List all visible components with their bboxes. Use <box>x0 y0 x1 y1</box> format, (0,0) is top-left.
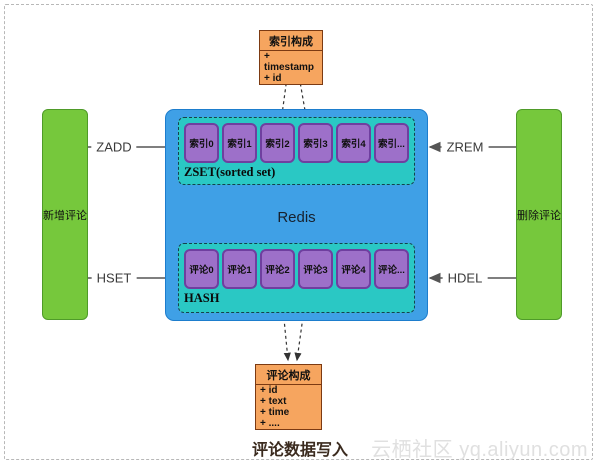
index-struct-field: + timestamp <box>264 51 315 73</box>
zset-box: 索引0 索引1 索引2 索引3 索引4 索引... ZSET(sorted se… <box>178 117 415 185</box>
hash-cells-row: 评论0 评论1 评论2 评论3 评论4 评论... <box>184 249 409 289</box>
zset-cell: 索引... <box>374 123 409 163</box>
comment-struct-field: + text <box>260 396 287 407</box>
zrem-label: ZREM <box>441 139 489 155</box>
hash-cell: 评论... <box>374 249 409 289</box>
hash-cell: 评论3 <box>298 249 333 289</box>
hash-label: HASH <box>184 291 220 305</box>
canvas-dashed-border <box>4 4 593 460</box>
hdel-label: HDEL <box>442 270 488 286</box>
hash-cell: 评论2 <box>260 249 295 289</box>
hash-cell: 评论0 <box>184 249 219 289</box>
index-struct-box: 索引构成 + timestamp + id <box>259 30 323 85</box>
comment-struct-box: 评论构成 + id + text + time + .... <box>255 364 322 430</box>
zset-cell: 索引1 <box>222 123 257 163</box>
hset-label: HSET <box>91 270 137 286</box>
index-struct-field: + id <box>264 73 282 84</box>
hash-box: 评论0 评论1 评论2 评论3 评论4 评论... HASH <box>178 243 415 313</box>
zset-cell: 索引2 <box>260 123 295 163</box>
comment-struct-title: 评论构成 <box>256 365 321 385</box>
redis-title: Redis <box>277 209 316 226</box>
zset-cell: 索引4 <box>336 123 371 163</box>
zset-cell: 索引3 <box>298 123 333 163</box>
hash-cell: 评论1 <box>222 249 257 289</box>
redis-container: 索引0 索引1 索引2 索引3 索引4 索引... ZSET(sorted se… <box>165 109 428 321</box>
comment-struct-field: + time <box>260 407 290 418</box>
delete-comment-label: 删除评论 <box>517 209 561 222</box>
diagram-caption: 评论数据写入 <box>251 442 349 459</box>
delete-comment-actor: 删除评论 <box>516 109 562 320</box>
zadd-label: ZADD <box>91 139 137 155</box>
add-comment-actor: 新增评论 <box>42 109 88 320</box>
zset-label: ZSET(sorted set) <box>184 165 276 179</box>
zset-cell: 索引0 <box>184 123 219 163</box>
add-comment-label: 新增评论 <box>43 209 87 222</box>
hash-cell: 评论4 <box>336 249 371 289</box>
comment-struct-field: + .... <box>260 418 280 429</box>
watermark-text: 云栖社区 yq.aliyun.com <box>371 439 588 461</box>
index-struct-title: 索引构成 <box>260 31 322 51</box>
comment-struct-field: + id <box>260 385 278 396</box>
zset-cells-row: 索引0 索引1 索引2 索引3 索引4 索引... <box>184 123 409 163</box>
